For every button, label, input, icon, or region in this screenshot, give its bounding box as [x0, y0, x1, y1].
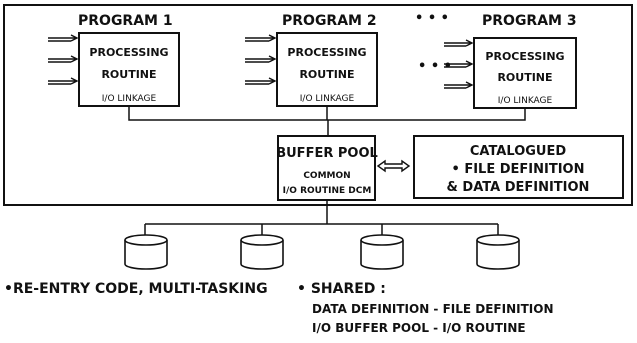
- disk-1-icon: [124, 234, 168, 270]
- program-3-box: [473, 37, 577, 109]
- program-2: PROGRAM 2 PROCESSING ROUTINE I/O LINKAGE: [245, 13, 378, 107]
- program-1-routine-line1: PROCESSING: [89, 46, 168, 59]
- program-3-input-arrows: [444, 39, 474, 89]
- program-1-input-arrows: [48, 34, 79, 85]
- program-1-linkage: I/O LINKAGE: [102, 94, 157, 104]
- disk-2-icon: [240, 234, 284, 270]
- program-2-linkage: I/O LINKAGE: [300, 94, 355, 104]
- disk-3-icon: [360, 234, 404, 270]
- program-2-title: PROGRAM 2: [282, 13, 377, 29]
- catalogued: CATALOGUED • FILE DEFINITION & DATA DEFI…: [413, 135, 624, 199]
- note-reentry: •RE-ENTRY CODE, MULTI-TASKING: [4, 281, 268, 297]
- program-3-routine-line1: PROCESSING: [485, 50, 564, 63]
- ellipsis-top: • • •: [415, 11, 449, 26]
- program-1-title: PROGRAM 1: [78, 13, 173, 29]
- note-shared-line1: DATA DEFINITION - FILE DEFINITION: [312, 302, 554, 316]
- buffer-pool-sub-line2: I/O ROUTINE DCM: [283, 186, 372, 196]
- program-2-routine-line1: PROCESSING: [287, 46, 366, 59]
- program-bus: [128, 106, 526, 136]
- system-frame: [3, 4, 633, 206]
- note-shared-label: • SHARED :: [297, 281, 386, 297]
- catalogued-title: CATALOGUED: [470, 144, 566, 159]
- ellipsis-middle: • • •: [418, 59, 452, 74]
- program-3: PROGRAM 3 PROCESSING ROUTINE I/O LINKAGE: [444, 13, 577, 109]
- note-shared-line2: I/O BUFFER POOL - I/O ROUTINE: [312, 321, 526, 335]
- program-2-input-arrows: [245, 34, 277, 85]
- program-3-linkage: I/O LINKAGE: [498, 96, 553, 106]
- buffer-pool: BUFFER POOL COMMON I/O ROUTINE DCM: [276, 135, 378, 201]
- double-arrow-icon: [376, 159, 411, 173]
- program-1-routine-line2: ROUTINE: [101, 68, 156, 81]
- program-3-title: PROGRAM 3: [482, 13, 577, 29]
- buffer-pool-sub-line1: COMMON: [303, 171, 350, 181]
- catalogued-line2: & DATA DEFINITION: [447, 180, 590, 195]
- program-1: PROGRAM 1 PROCESSING ROUTINE I/O LINKAGE: [48, 13, 180, 107]
- disk-bus: [144, 200, 499, 236]
- program-3-routine-line2: ROUTINE: [497, 71, 552, 84]
- disk-4-icon: [476, 234, 520, 270]
- buffer-pool-title: BUFFER POOL: [276, 146, 378, 161]
- program-2-routine-line2: ROUTINE: [299, 68, 354, 81]
- catalogued-line1: • FILE DEFINITION: [452, 162, 585, 177]
- catalogued-box: [413, 135, 624, 199]
